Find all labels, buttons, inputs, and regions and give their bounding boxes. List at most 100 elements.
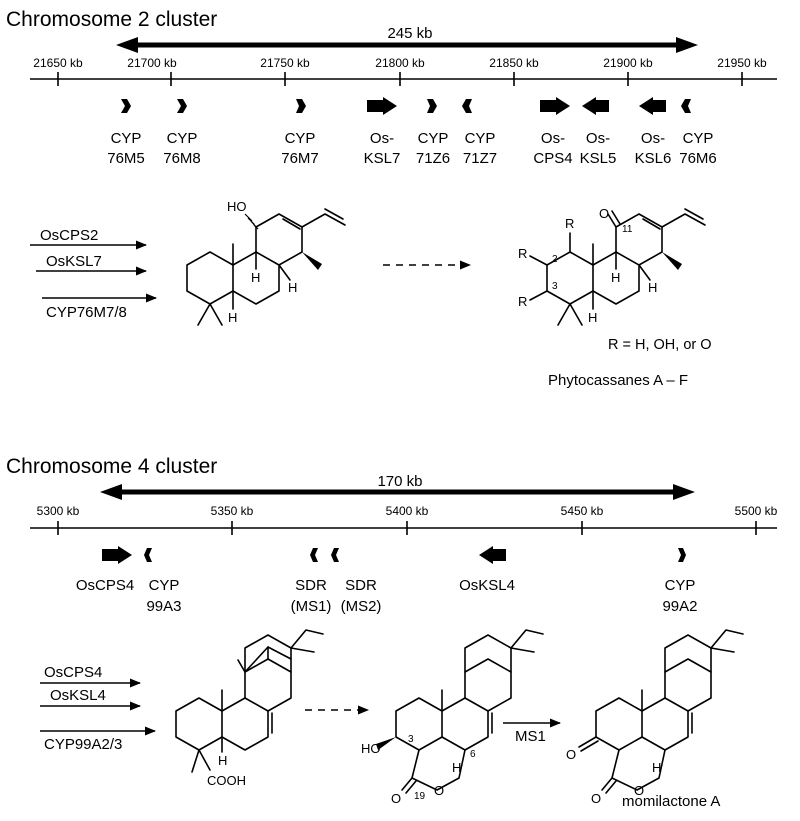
gene-label: KSL5 [580,150,617,167]
atom-label: O [566,747,576,762]
gene-label: CYP [418,130,449,147]
gene-label: CYP [111,130,142,147]
gene-arrow-sdr-ms1 [310,548,318,562]
atom-label: O [599,206,609,221]
atom-label: O [634,783,644,798]
gene-label: CYP [285,130,316,147]
cluster2-title: Chromosome 2 cluster [6,8,217,31]
gene-arrow-cyp76m6 [681,99,691,113]
gene-label: CPS4 [533,150,572,167]
gene-arrow-cyp76m7 [296,99,306,113]
structure-hydroxy-cassadiene [186,208,346,326]
cluster2-enzyme-arrows [30,240,158,303]
enzyme-label: MS1 [515,728,546,745]
atom-label: H [288,280,297,295]
atom-label: R [565,216,574,231]
gene-label: 76M7 [281,150,319,167]
gene-label: Os- [641,130,665,147]
gene-label: OsKSL4 [459,577,515,594]
enzyme-label: CYP76M7/8 [46,304,127,321]
cluster2-tick-label: 21800 kb [375,56,425,70]
gene-label: SDR [295,577,327,594]
enzyme-label: OsKSL4 [50,687,106,704]
atom-label: H [218,753,227,768]
gene-label: 99A3 [146,598,181,615]
gene-label: 99A2 [662,598,697,615]
gene-label: SDR [345,577,377,594]
cluster2-tick-label: 21700 kb [127,56,177,70]
cluster4-enzyme-arrows [40,678,157,736]
enzyme-label: CYP99A2/3 [44,736,122,753]
cluster2-tick-label: 21850 kb [489,56,539,70]
atom-label: 19 [414,791,426,802]
enzyme-label: OsCPS4 [44,664,102,681]
gene-label: CYP [683,130,714,147]
gene-arrow-oscps4 [540,97,570,115]
cluster2-ticks [57,72,743,86]
gene-label: CYP [167,130,198,147]
gene-arrow-cyp76m5 [121,99,131,113]
atom-label: O [391,791,401,806]
cluster2-tick-label: 21750 kb [260,56,310,70]
cluster4-span-label: 170 kb [377,473,422,490]
atom-label: H [452,760,461,775]
cluster4-span-arrow [100,484,695,500]
gene-arrow-cyp71z7 [462,99,472,113]
gene-arrow-oscps4 [102,546,132,564]
cluster2-tick-label: 21950 kb [717,56,767,70]
gene-label: 76M5 [107,150,145,167]
gene-label: 76M6 [679,150,717,167]
structure-pimaradienoic-acid [175,629,324,773]
gene-label: Os- [586,130,610,147]
atom-label: R [518,246,527,261]
gene-arrow-cyp99a2 [678,548,686,562]
atom-label: H [251,270,260,285]
gene-label: (MS1) [291,598,332,615]
enzyme-label: OsKSL7 [46,253,102,270]
gene-label: 71Z6 [416,150,450,167]
cluster4-ticks [57,521,757,535]
atom-label: H [611,270,620,285]
gene-arrow-cyp99a3 [144,548,152,562]
gene-label: (MS2) [341,598,382,615]
cluster2-tick-label: 21650 kb [33,56,83,70]
gene-label: CYP [149,577,180,594]
atom-label: H [652,760,661,775]
atom-label: COOH [207,773,246,788]
gene-label: KSL7 [364,150,401,167]
compound-name-phytocassanes: Phytocassanes A – F [548,372,688,389]
gene-arrow-osksl5 [582,97,609,115]
atom-label: 3 [408,734,414,745]
compound-name-momilactone-a: momilactone A [622,793,720,810]
gene-arrow-osksl7 [367,97,397,115]
gene-label: KSL6 [635,150,672,167]
cluster2-span-label: 245 kb [387,25,432,42]
cluster2-tick-label: 21900 kb [603,56,653,70]
atom-label: O [591,791,601,806]
structure-phytocassane [529,208,706,326]
cluster4-tick-label: 5450 kb [561,504,604,518]
gene-arrow-sdr-ms2 [331,548,339,562]
gene-label: CYP [665,577,696,594]
gene-label: 71Z7 [463,150,497,167]
cluster4-tick-label: 5300 kb [37,504,80,518]
atom-label: H [228,310,237,325]
cluster2-span-arrow [116,37,698,53]
atom-label: R [518,294,527,309]
gene-label: Os- [370,130,394,147]
atom-label: H [648,280,657,295]
structure-momilactone-a [578,629,744,794]
atom-label: H [588,310,597,325]
gene-label: OsCPS4 [76,577,134,594]
gene-label: Os- [541,130,565,147]
r-group-note: R = H, OH, or O [608,337,712,353]
atom-label: 3 [552,281,558,292]
atom-label: 2 [552,254,558,265]
gene-arrow-osksl4 [479,546,506,564]
atom-label: O [434,783,444,798]
cluster4-tick-label: 5350 kb [211,504,254,518]
gene-arrow-cyp71z6 [427,99,437,113]
atom-label: 11 [622,224,633,235]
cluster4-tick-label: 5500 kb [735,504,778,518]
